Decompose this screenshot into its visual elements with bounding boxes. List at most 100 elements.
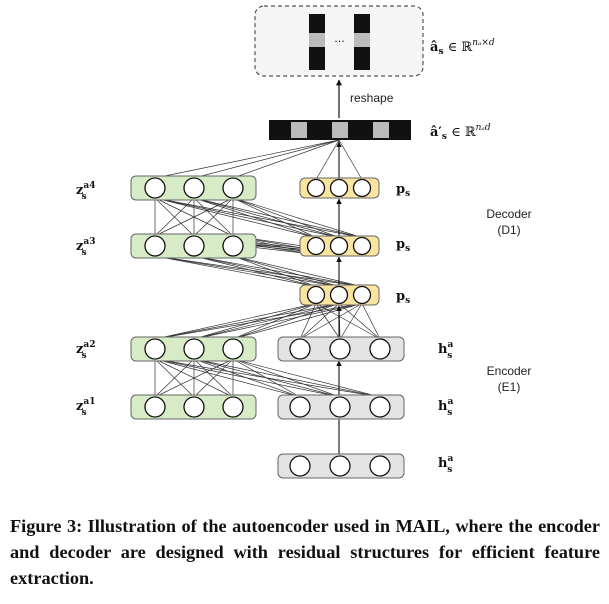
- layer-h-2: [277, 394, 405, 420]
- layer-z-a2-node-3: [222, 338, 244, 360]
- connection-p2-z4: [154, 197, 363, 238]
- connection-h2-z2: [154, 358, 341, 398]
- connection-z1-z2: [154, 358, 234, 398]
- connection-p3-z3: [154, 255, 363, 287]
- decoder-id-label: (D1): [497, 223, 520, 237]
- layer-p-1-node-3: [352, 178, 372, 198]
- connection-h1-p3: [315, 303, 341, 340]
- connection-z2-p3: [232, 303, 340, 340]
- connection-p3-z3: [154, 255, 340, 287]
- layer-h-1-node-1: [289, 338, 311, 360]
- layer-z-a1: [130, 394, 257, 420]
- layer-z-a4-node-3: [222, 177, 244, 199]
- matrix-column-2-highlight: [354, 33, 370, 47]
- connections: [154, 139, 381, 454]
- connection-h1-p3: [361, 303, 381, 340]
- connection-z1-z2: [154, 358, 195, 398]
- connection-z2-p3: [193, 303, 363, 340]
- reshape-label: reshape: [350, 91, 394, 105]
- layer-h-3-node-1: [289, 455, 311, 477]
- layer-h-3-node-3: [369, 455, 391, 477]
- layer-p-2-node-1: [306, 236, 326, 256]
- connection-z2-p3: [154, 303, 317, 340]
- connection-z3-z4: [193, 197, 234, 237]
- connection-z4-output: [154, 139, 340, 179]
- connection-z4-output: [193, 139, 340, 179]
- connection-z2-p3: [154, 303, 340, 340]
- flat-vector-label: â′s ∈ ℝnₐd: [430, 123, 491, 142]
- encoder-id-label: (E1): [498, 380, 521, 394]
- connection-p3-z3: [232, 255, 317, 287]
- connection-p2-z4: [232, 197, 340, 238]
- layer-z-a3-node-3: [222, 235, 244, 257]
- connection-h2-z2: [154, 358, 301, 398]
- connection-h2-z2: [232, 358, 381, 398]
- connection-z3-z4: [154, 197, 234, 237]
- connection-h2-z2: [154, 358, 381, 398]
- connection-p3-z3: [232, 255, 340, 287]
- layer-z-a4-node-2: [183, 177, 205, 199]
- layer-h-2-node-2: [329, 396, 351, 418]
- connection-p2-z4: [193, 197, 340, 238]
- output-label: âs ∈ ℝnₐ×d: [430, 38, 495, 57]
- connection-p2-z4: [232, 197, 317, 238]
- figure-caption: Figure 3: Illustration of the autoencode…: [10, 516, 600, 588]
- layer-z-a2-node-2: [183, 338, 205, 360]
- connection-h1-p3: [339, 303, 363, 340]
- layer-p-3: [299, 284, 380, 306]
- layer-p-3-node-2: [329, 285, 349, 305]
- layer-p-2: [299, 235, 380, 257]
- layer-p-1-node-2: [329, 178, 349, 198]
- connection-z1-z2: [193, 358, 234, 398]
- layers: [130, 175, 405, 479]
- connection-h2-z2: [193, 358, 381, 398]
- connection-p2-z4: [232, 197, 363, 238]
- matrix-column-1-highlight: [309, 33, 325, 47]
- layer-p-2-node-3: [352, 236, 372, 256]
- layer-h-3-node-2: [329, 455, 351, 477]
- layer-z-a2: [130, 336, 257, 362]
- layer-z-a3-node-1: [144, 235, 166, 257]
- encoder-label: Encoder: [487, 364, 532, 378]
- connection-z2-p3: [232, 303, 317, 340]
- connection-z4-output: [232, 139, 340, 179]
- layer-h-3: [277, 453, 405, 479]
- connection-p1-output: [315, 139, 340, 180]
- layer-h-2-node-3: [369, 396, 391, 418]
- connection-h1-p3: [299, 303, 317, 340]
- layer-h-2-node-1: [289, 396, 311, 418]
- layer-p-1-node-1: [306, 178, 326, 198]
- output-matrix-box: [254, 5, 424, 77]
- layer-h-1: [277, 336, 405, 362]
- connection-p2-z4: [193, 197, 317, 238]
- flat-output-vector: [269, 120, 411, 140]
- connection-p3-z3: [193, 255, 340, 287]
- connection-p1-output: [338, 139, 363, 180]
- connection-p3-z3: [193, 255, 363, 287]
- label-p-1: ps: [396, 182, 410, 199]
- label-p-3: ps: [396, 289, 410, 306]
- layer-z-a1-node-2: [183, 396, 205, 418]
- matrix-ellipsis: ···: [334, 35, 345, 48]
- connection-z2-p3: [154, 303, 363, 340]
- label-p-2: ps: [396, 237, 410, 254]
- connection-h1-p3: [315, 303, 381, 340]
- connection-h1-p3: [299, 303, 340, 340]
- output-matrix: ···: [309, 14, 370, 70]
- layer-z-a3: [130, 233, 257, 259]
- connection-z2-p3: [193, 303, 317, 340]
- layer-p-3-node-3: [352, 285, 372, 305]
- connection-p3-z3: [193, 255, 317, 287]
- layer-z-a4: [130, 175, 257, 201]
- layer-z-a1-node-1: [144, 396, 166, 418]
- connection-p3-z3: [154, 255, 317, 287]
- layer-z-a3-node-2: [183, 235, 205, 257]
- connection-z2-p3: [193, 303, 340, 340]
